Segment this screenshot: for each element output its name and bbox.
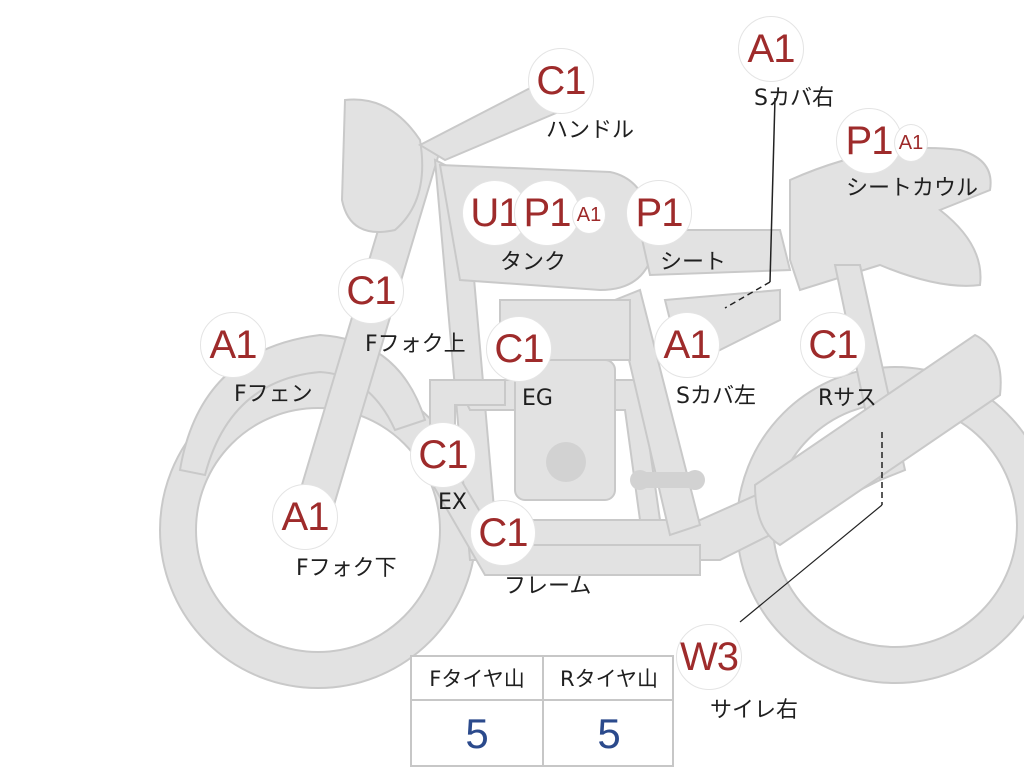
seat-cowl-grade-badge-2: A1 bbox=[894, 124, 928, 162]
frame-grade-badge: C1 bbox=[470, 500, 536, 566]
silencer-shape bbox=[753, 333, 1002, 547]
tire-tread-table: Fタイヤ山 5 Rタイヤ山 5 bbox=[410, 655, 674, 767]
leader-scover-right bbox=[769, 97, 776, 283]
seat-shape bbox=[638, 229, 792, 277]
seat-grade-badge: P1 bbox=[626, 180, 692, 246]
tank-label: タンク bbox=[500, 250, 567, 275]
silencer-right-label: サイレ右 bbox=[710, 698, 799, 723]
engine-label: EG bbox=[522, 386, 553, 411]
tank-grade-badge-1: U1 bbox=[462, 180, 528, 246]
frame-label: フレーム bbox=[504, 574, 592, 599]
scover-left-label: Sカバ左 bbox=[676, 384, 756, 409]
engine-grade-badge: C1 bbox=[486, 316, 552, 382]
seat-cowl-grade-badge-1: P1 bbox=[836, 108, 902, 174]
tank-grade-badge-2: P1 bbox=[514, 180, 580, 246]
rsus-label: Rサス bbox=[818, 386, 877, 411]
front-tire-column: Fタイヤ山 5 bbox=[412, 657, 542, 765]
exhaust-label: EX bbox=[438, 490, 467, 515]
scover-right-grade-badge: A1 bbox=[738, 16, 804, 82]
ffork-upper-grade-badge: C1 bbox=[338, 258, 404, 324]
handle-label: ハンドル bbox=[546, 118, 635, 143]
front-tire-header: Fタイヤ山 bbox=[412, 657, 542, 701]
exhaust-grade-badge: C1 bbox=[410, 422, 476, 488]
table-divider bbox=[542, 657, 544, 765]
rear-tire-header: Rタイヤ山 bbox=[544, 657, 674, 701]
headlight-shape bbox=[340, 98, 424, 233]
ffork-upper-label: Fフォク上 bbox=[365, 332, 466, 357]
ffork-lower-grade-badge: A1 bbox=[272, 484, 338, 550]
ffender-grade-badge: A1 bbox=[200, 312, 266, 378]
scover-right-label: Sカバ右 bbox=[754, 86, 834, 111]
ffender-label: Fフェン bbox=[234, 382, 313, 407]
rear-tire-value: 5 bbox=[597, 710, 621, 757]
silencer-right-grade-badge: W3 bbox=[676, 624, 742, 690]
seat-label: シート bbox=[660, 250, 727, 275]
ffork-lower-label: Fフォク下 bbox=[296, 556, 397, 581]
rear-tire-column: Rタイヤ山 5 bbox=[544, 657, 674, 765]
front-tire-value: 5 bbox=[465, 710, 489, 757]
tank-grade-badge-3: A1 bbox=[572, 196, 606, 234]
handle-grade-badge: C1 bbox=[528, 48, 594, 114]
scover-left-grade-badge: A1 bbox=[654, 312, 720, 378]
seat-cowl-label: シートカウル bbox=[846, 176, 979, 201]
rsus-grade-badge: C1 bbox=[800, 312, 866, 378]
